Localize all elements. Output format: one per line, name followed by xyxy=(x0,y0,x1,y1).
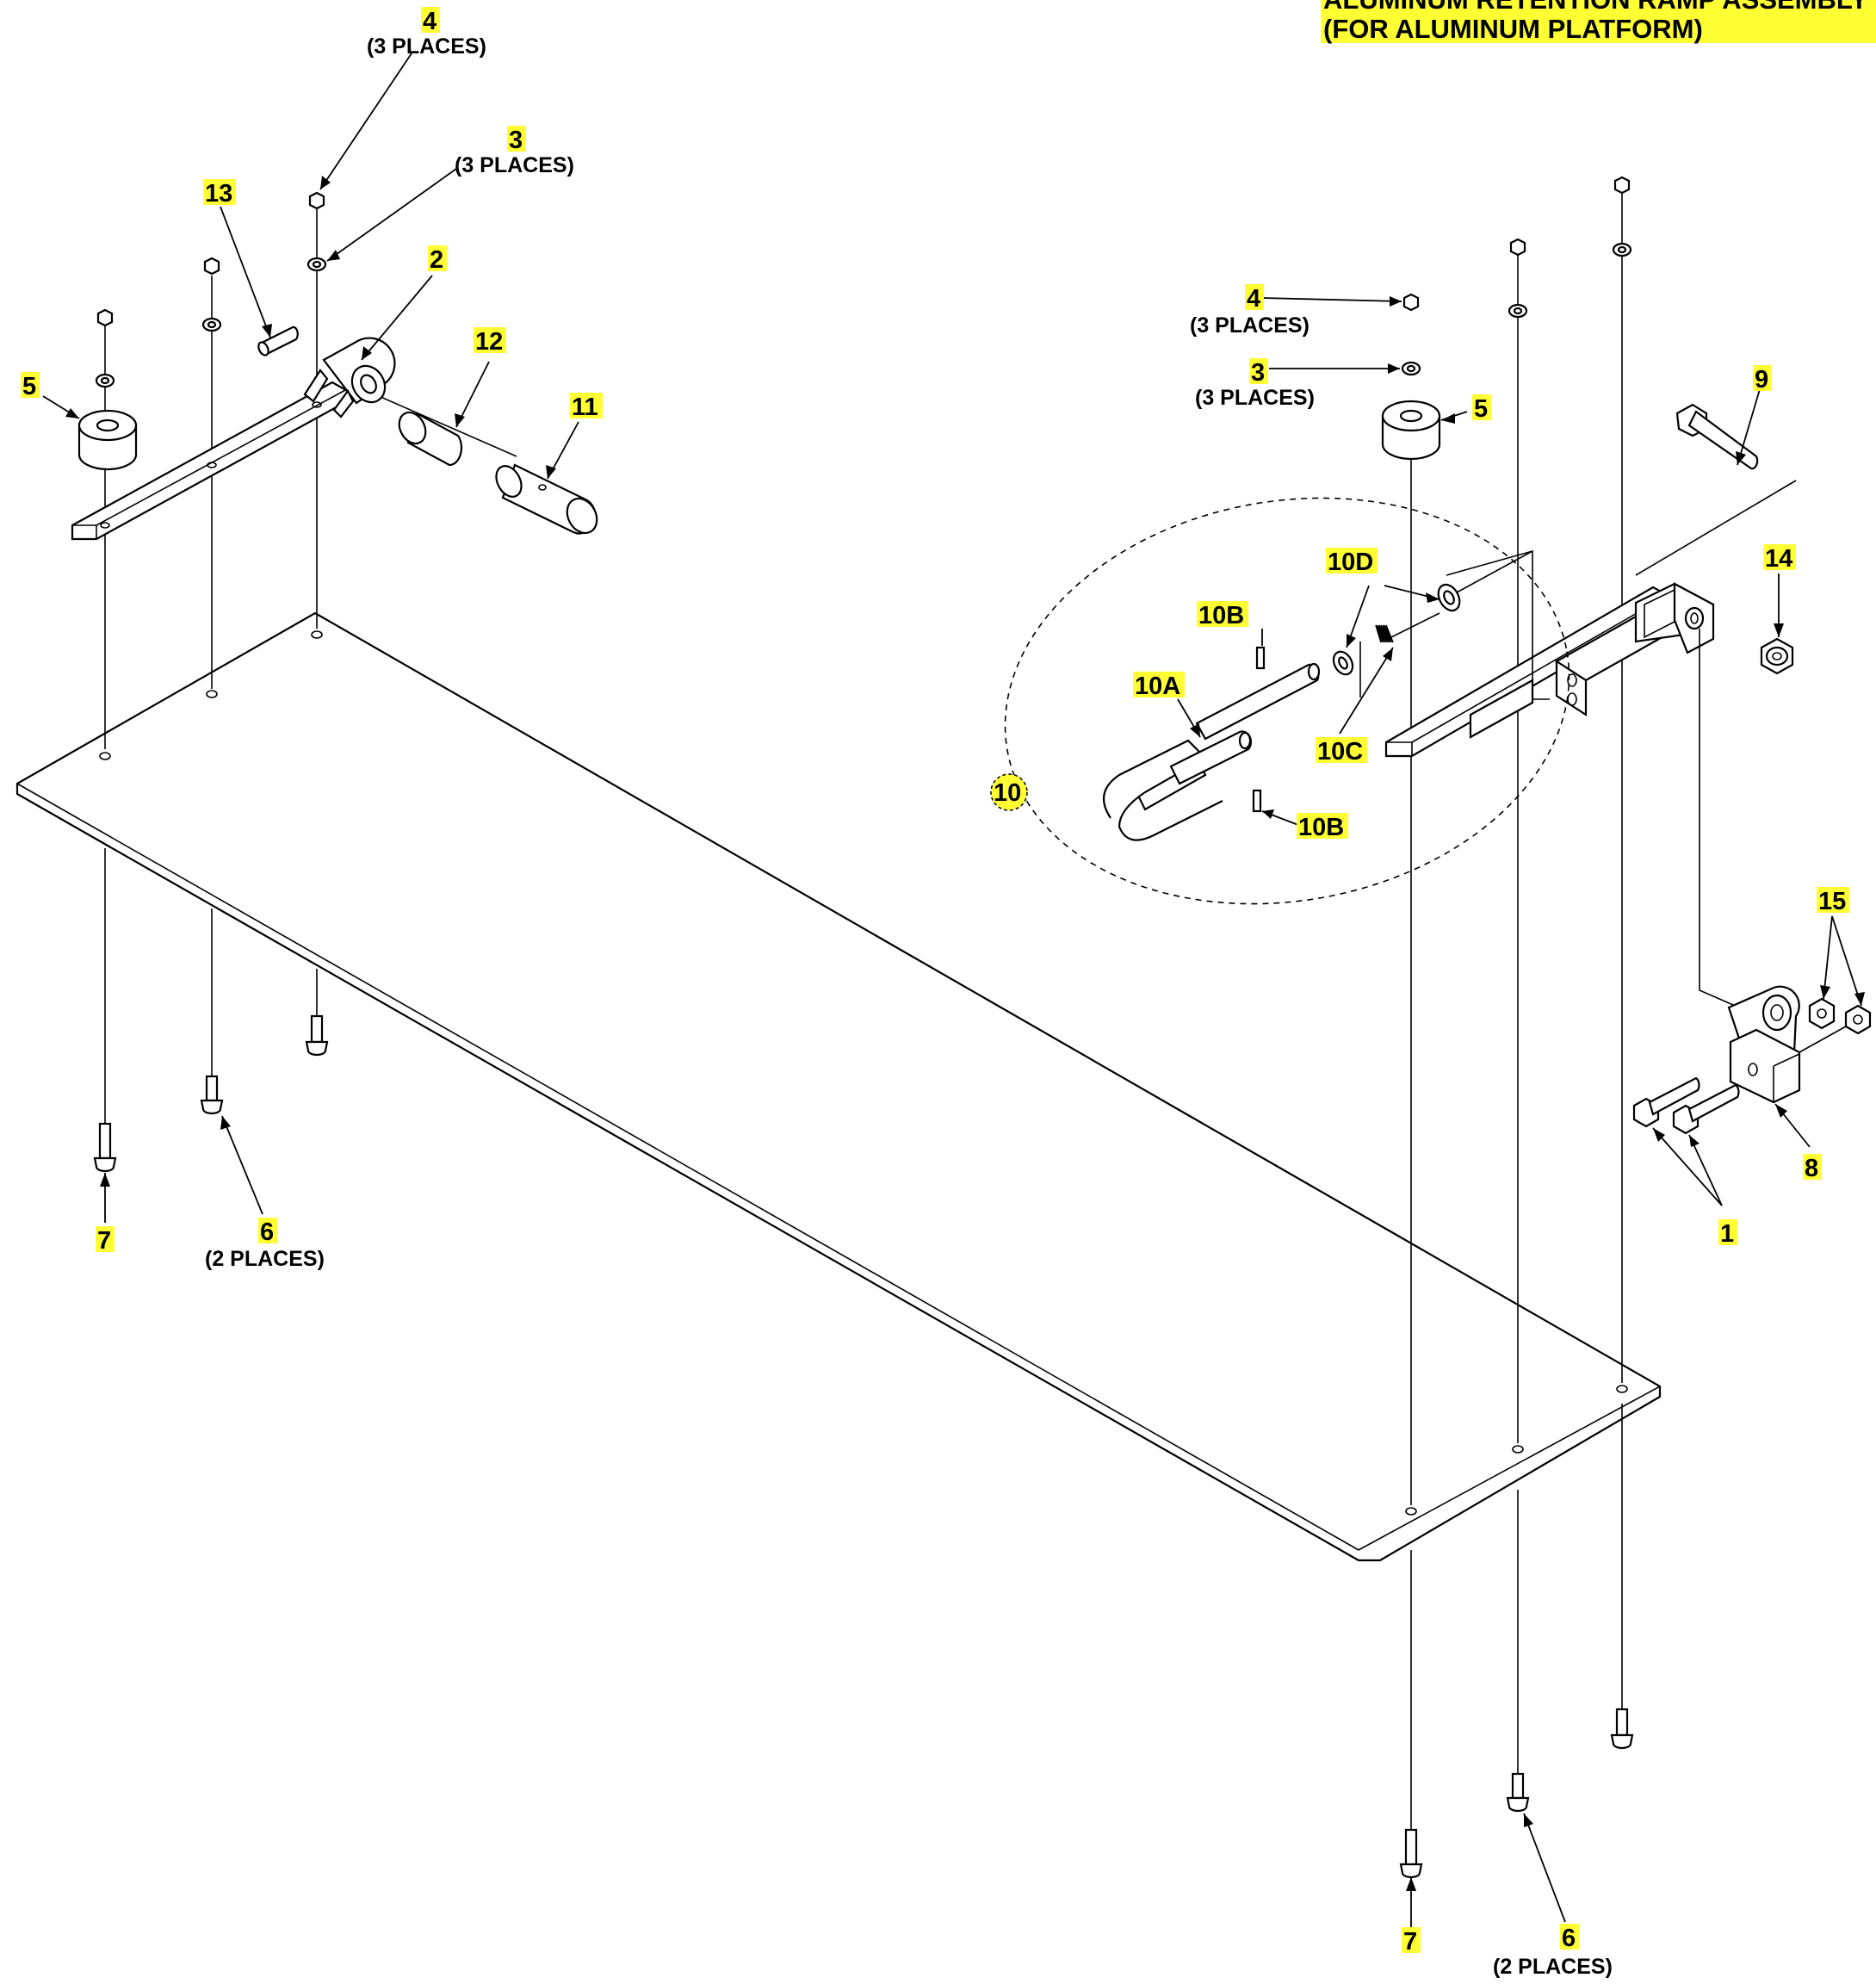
callout-6-right-places: (2 PLACES) xyxy=(1493,1955,1613,1979)
callout-5-right: 5 xyxy=(1474,395,1488,423)
callout-6-left-places: (2 PLACES) xyxy=(205,1247,325,1271)
clevis-pin xyxy=(495,463,598,535)
callout-10A: 10A xyxy=(1135,673,1180,700)
callout-10: 10 xyxy=(994,779,1021,807)
callout-2: 2 xyxy=(430,246,443,274)
platform-plate xyxy=(15,611,1662,1562)
callout-3-right: 3 xyxy=(1251,359,1265,387)
bushing xyxy=(398,411,463,467)
callout-14: 14 xyxy=(1765,545,1792,573)
flange-nut xyxy=(1760,637,1794,675)
callout-3-left-places: (3 PLACES) xyxy=(455,153,574,177)
latch-handle xyxy=(1102,662,1321,841)
left-screws xyxy=(93,1014,329,1173)
callout-5-left: 5 xyxy=(22,373,36,400)
callout-6-left: 6 xyxy=(260,1218,274,1246)
callout-4-left-places: (3 PLACES) xyxy=(367,34,486,59)
callout-10B-top: 10B xyxy=(1198,602,1244,629)
callout-3-left: 3 xyxy=(509,127,523,154)
leader-arrowheads xyxy=(65,176,1865,1891)
callout-labels: 4 (3 PLACES) 3 (3 PLACES) 13 2 12 11 5 7… xyxy=(21,7,1849,1979)
callout-10C: 10C xyxy=(1317,738,1363,766)
callout-6-right: 6 xyxy=(1562,1925,1576,1952)
leader-lines xyxy=(42,53,1862,1927)
callout-9: 9 xyxy=(1755,366,1768,394)
right-nuts-washers xyxy=(1401,176,1632,376)
roll-pin xyxy=(257,326,299,356)
title-line2: (FOR ALUMINUM PLATFORM) xyxy=(1323,14,1703,44)
callout-3-right-places: (3 PLACES) xyxy=(1195,386,1315,410)
callout-4-right: 4 xyxy=(1247,285,1260,313)
latch-bracket xyxy=(1384,582,1715,758)
title-block: ALUMINUM RETENTION RAMP ASSEMBLY (FOR AL… xyxy=(1321,0,1876,44)
callout-7-right: 7 xyxy=(1403,1928,1417,1956)
latch-spring xyxy=(1332,550,1533,676)
latch-assembly-outline xyxy=(1004,497,1570,905)
left-spacer xyxy=(77,409,138,471)
latch-roll-pins xyxy=(1252,646,1266,813)
callout-7-left: 7 xyxy=(97,1227,111,1255)
callout-13: 13 xyxy=(205,180,232,208)
callout-11: 11 xyxy=(572,394,598,421)
callout-10D: 10D xyxy=(1328,549,1373,576)
callout-10B-bottom: 10B xyxy=(1298,814,1344,841)
callout-4-left: 4 xyxy=(423,8,436,35)
title-line1: ALUMINUM RETENTION RAMP ASSEMBLY xyxy=(1323,0,1868,15)
callout-1: 1 xyxy=(1720,1220,1734,1248)
left-hinge-arm xyxy=(71,337,396,541)
callout-15: 15 xyxy=(1818,888,1846,915)
right-screws xyxy=(1399,1708,1634,1879)
callout-8: 8 xyxy=(1805,1155,1818,1182)
callout-4-right-places: (3 PLACES) xyxy=(1190,313,1309,338)
hinge-block xyxy=(1632,629,1872,1135)
right-spacer xyxy=(1381,400,1441,461)
left-nuts-washers xyxy=(95,191,327,388)
callout-12: 12 xyxy=(475,328,503,356)
